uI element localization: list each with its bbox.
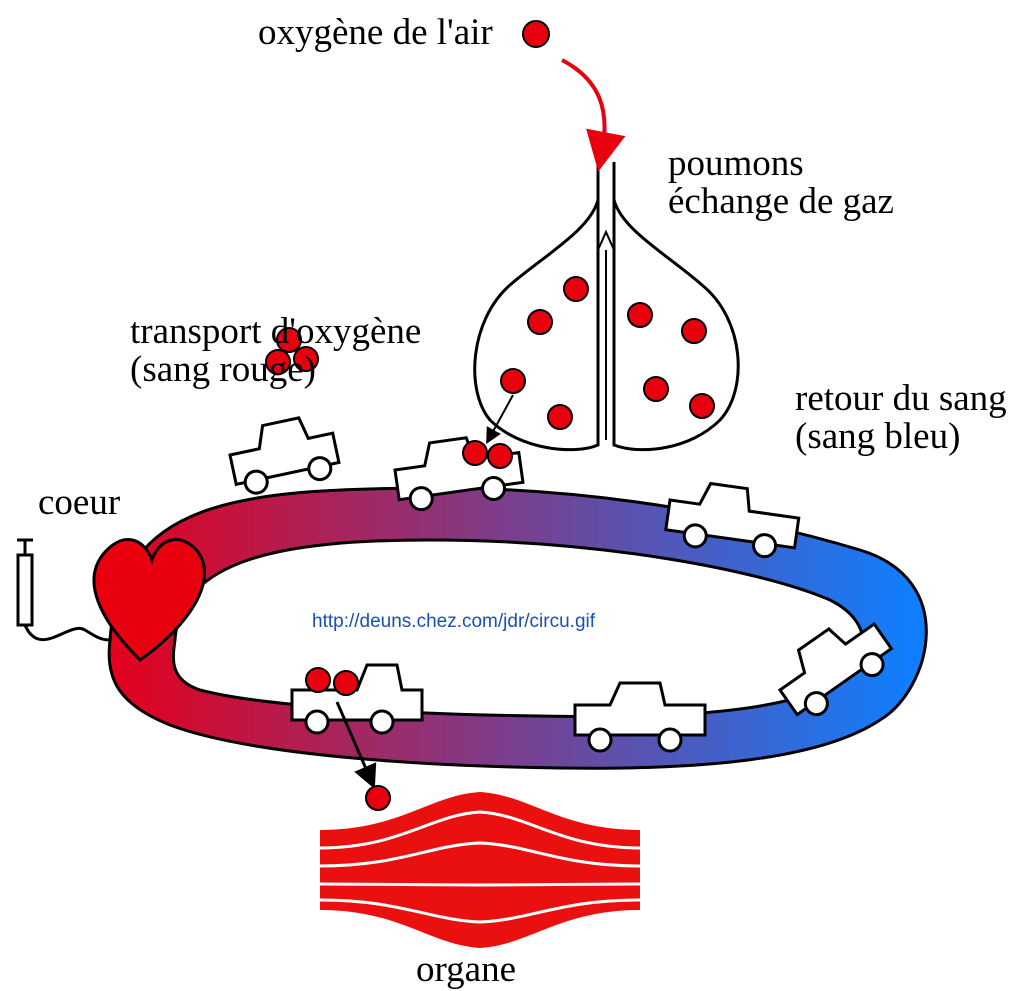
- lungs-label-2: échange de gaz: [668, 181, 894, 222]
- air-to-lung-arrow: [562, 60, 605, 152]
- organ-label: organe: [416, 949, 516, 990]
- air-oxygen-dot: [523, 21, 549, 47]
- lungs-label-1: poumons: [668, 143, 804, 184]
- car-1: [225, 412, 341, 497]
- oxygen-air-label: oxygène de l'air: [258, 12, 493, 53]
- muscle-organ: [320, 792, 640, 948]
- return-label-2: (sang bleu): [795, 416, 960, 457]
- return-label-1: retour du sang: [795, 378, 1007, 419]
- transport-label-1: transport d'oxygène: [130, 311, 421, 352]
- source-url[interactable]: http://deuns.chez.com/jdr/circu.gif: [312, 611, 722, 633]
- left-lung: [475, 162, 598, 450]
- transport-label-2: (sang rouge): [130, 349, 316, 390]
- organ-oxygen-dot: [366, 786, 390, 810]
- heart-label: coeur: [38, 482, 120, 523]
